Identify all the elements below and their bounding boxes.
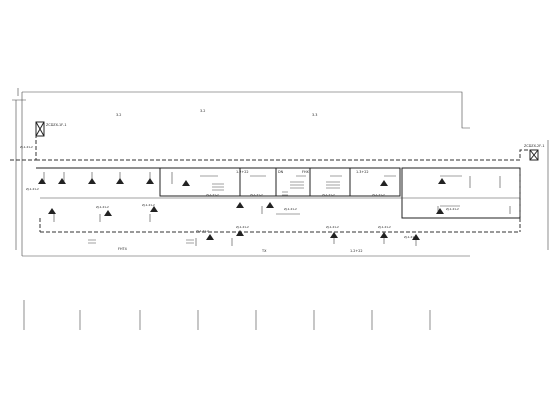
equipment-symbols [38,178,446,240]
unit-label: ZJ-1-21-2 [404,235,417,239]
column-grid [23,300,431,330]
unit-labels: ZJ-1-21-2 ZJ-1-21-2 ZJ-1-21-2 ZJ-1-21-2 … [20,145,459,239]
unit-label: ZJ-1-21-2 [20,145,33,149]
unit-label: ZJ-1-21-2 [236,225,249,229]
fixture-hatches [88,181,340,244]
left-wall-marks [12,88,26,250]
room-labels: 1.2+22 DN FHX 1.3+22 [236,170,369,174]
feeder-labels: FHT4 TX 1.2+22 [118,247,363,253]
unit-drops [43,172,511,246]
unit-label: ZJ-1-21-2 [196,229,209,233]
lower-bus [39,170,521,233]
feeder-label: TX [261,249,267,253]
left-panel: ZCDZX-1F-1 [35,121,67,137]
floor-label: 3.2 [200,109,205,113]
unit-label: ZJ-1-21-2 [142,203,155,207]
unit-label: ZJ-1-21-2 [372,193,385,197]
floor-label: 3.2 [116,113,121,117]
building-outline [21,91,470,257]
main-trunk-solid [36,167,241,197]
unit-label: ZJ-1-21-2 [250,193,263,197]
unit-label: ZJ-1-21-2 [378,225,391,229]
feeder-label: 1.2+22 [350,249,363,253]
room-label: DN [278,170,284,174]
unit-label: ZJ-1-21-2 [326,225,339,229]
unit-label: ZJ-1-21-2 [96,205,109,209]
unit-label: ZJ-1-21-2 [26,187,39,191]
floor-label: 3.3 [312,113,317,117]
room-label: 1.2+22 [236,170,249,174]
room-label: 1.3+22 [356,170,369,174]
rooms [159,167,521,219]
feeder-label: FHT4 [118,247,127,251]
right-panel-label: ZCDZX-2F-1 [524,144,545,148]
right-panel: ZCDZX-2F-1 [524,144,545,161]
left-panel-label: ZCDZX-1F-1 [46,123,67,127]
room-label: FHX [302,170,309,174]
unit-label: ZJ-1-21-2 [322,193,335,197]
unit-label: ZJ-1-21-2 [206,193,219,197]
floor-labels: 3.2 3.2 3.3 [116,109,317,117]
main-trunk [10,136,530,161]
unit-label: ZJ-1-21-2 [446,207,459,211]
unit-label: ZJ-1-21-2 [284,207,297,211]
